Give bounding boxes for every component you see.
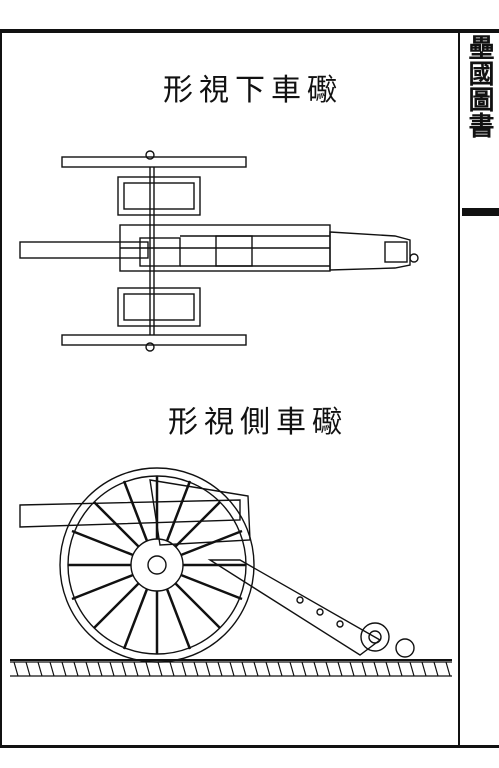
margin-rule <box>458 29 460 748</box>
ground-hatching <box>10 661 452 677</box>
trail <box>329 231 411 271</box>
page-frame-bottom <box>0 745 499 748</box>
lower-axle-box <box>117 287 201 327</box>
side-view-title: 形視側車礮 <box>168 405 348 440</box>
side-carriage-body <box>149 479 251 546</box>
gun-barrel <box>19 241 149 259</box>
main-wheel-spokes <box>68 476 246 654</box>
margin-spine-text: 壘國圖書 <box>464 34 494 138</box>
page-frame-top <box>0 29 499 33</box>
page-frame-left <box>0 29 2 748</box>
plan-view-title: 形視下車礮 <box>163 73 343 108</box>
margin-black-mark <box>462 208 499 216</box>
side-gun-barrel <box>19 499 241 528</box>
lower-hub-cap <box>145 342 155 352</box>
upper-hub-cap <box>145 150 155 160</box>
trail-spade-wheel <box>360 622 390 652</box>
upper-axle-box <box>117 176 201 216</box>
